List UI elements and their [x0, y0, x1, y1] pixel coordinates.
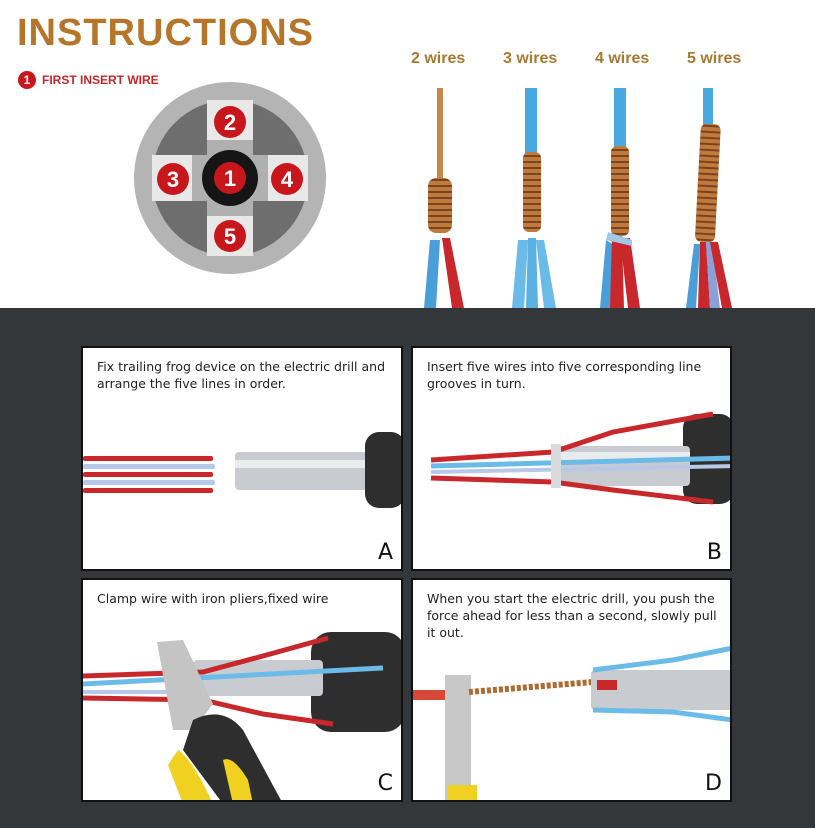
- step-panel-d: When you start the electric drill, you p…: [411, 578, 732, 802]
- example-3-wires: [512, 88, 556, 308]
- step-d-letter: D: [705, 771, 722, 796]
- step-a-illustration: [83, 432, 401, 508]
- svg-text:4: 4: [281, 167, 294, 192]
- step-b-text: Insert five wires into five correspondin…: [427, 359, 702, 391]
- step-panel-b: Insert five wires into five correspondin…: [411, 346, 732, 571]
- example-2-wires: [424, 88, 464, 308]
- wire-count-labels: 2 wires 3 wires 4 wires 5 wires: [411, 50, 779, 68]
- wire-slot-diagram: 1 2 3 4 5: [134, 82, 326, 274]
- step-c-text: Clamp wire with iron pliers,fixed wire: [97, 591, 329, 606]
- step-d-text: When you start the electric drill, you p…: [427, 591, 717, 640]
- step-a-text: Fix trailing frog device on the electric…: [97, 359, 386, 391]
- step-b-letter: B: [706, 540, 722, 565]
- wire-label-5: 5 wires: [687, 50, 742, 67]
- twisted-wire-examples: [400, 80, 815, 308]
- wire-label-2: 2 wires: [411, 50, 466, 67]
- number-badge: 1: [18, 71, 36, 89]
- example-5-wires: [686, 88, 732, 308]
- svg-text:2: 2: [224, 110, 236, 135]
- svg-text:1: 1: [224, 166, 236, 191]
- step-a-letter: A: [377, 540, 393, 565]
- step-c-illustration: [83, 632, 401, 800]
- page-title: INSTRUCTIONS: [17, 12, 314, 54]
- step-panel-a: Fix trailing frog device on the electric…: [81, 346, 403, 571]
- wire-label-3: 3 wires: [503, 50, 558, 67]
- step-panel-c: Clamp wire with iron pliers,fixed wire C: [81, 578, 403, 802]
- example-4-wires: [600, 88, 640, 308]
- step-b-illustration: [430, 411, 730, 505]
- steps-section: Fix trailing frog device on the electric…: [0, 308, 815, 828]
- first-insert-note: 1 FIRST INSERT WIRE: [18, 71, 159, 89]
- svg-text:3: 3: [167, 167, 179, 192]
- header-section: INSTRUCTIONS 1 FIRST INSERT WIRE 1 2 3 4…: [0, 0, 815, 308]
- wire-label-4: 4 wires: [595, 50, 650, 67]
- svg-text:5: 5: [224, 224, 236, 249]
- first-insert-label: FIRST INSERT WIRE: [42, 73, 159, 87]
- step-c-letter: C: [377, 771, 393, 796]
- step-d-illustration: [413, 646, 730, 800]
